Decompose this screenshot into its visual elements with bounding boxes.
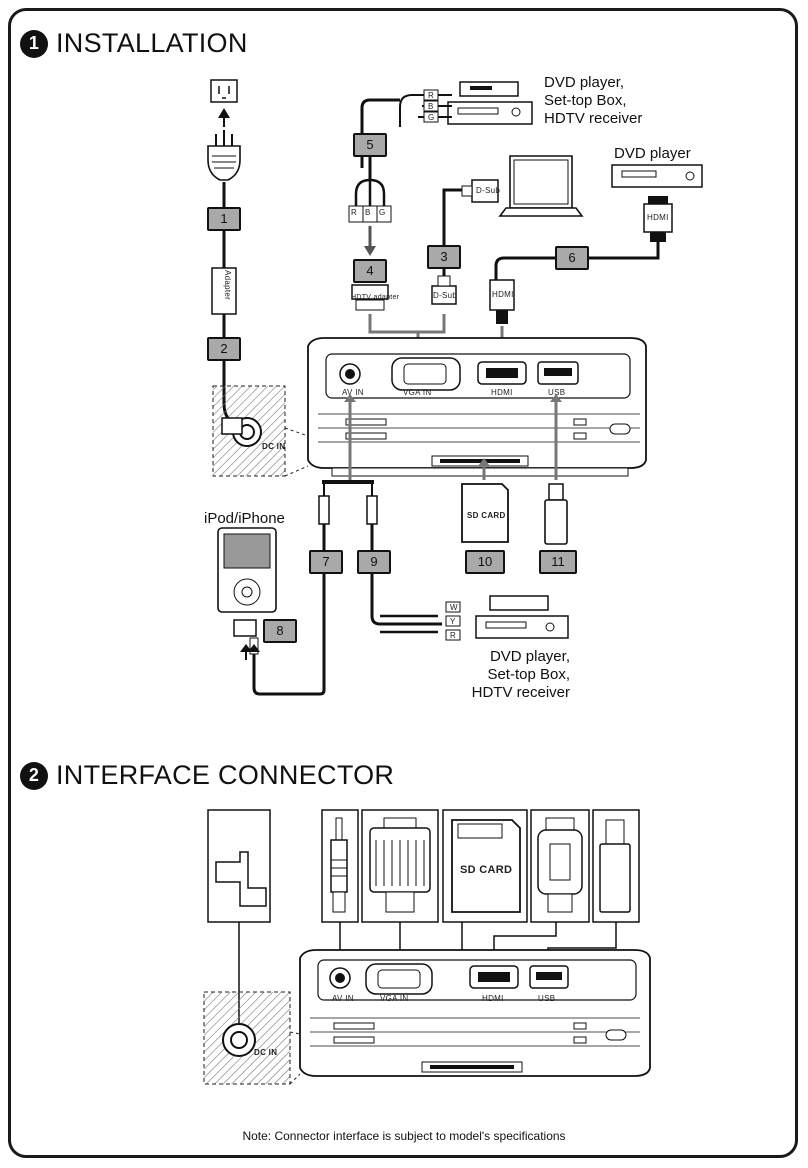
installation-title: 1 INSTALLATION bbox=[20, 28, 248, 59]
interface-connector-title: 2 INTERFACE CONNECTOR bbox=[20, 760, 394, 791]
label-line: DVD player, bbox=[489, 648, 570, 665]
section-title-text: INTERFACE CONNECTOR bbox=[56, 760, 395, 790]
dc-in-label: DC IN bbox=[262, 442, 286, 451]
rca-g: G bbox=[379, 208, 386, 217]
dvd-player-label: DVD player bbox=[614, 145, 691, 162]
hdtv-adapter-label: HDTV adapter bbox=[351, 294, 400, 301]
rca-b: B bbox=[365, 208, 371, 217]
rca-bottom-w: W bbox=[450, 603, 458, 612]
rca-bottom-y: Y bbox=[450, 617, 456, 626]
power-plug-icon bbox=[207, 130, 241, 181]
label-line: HDTV receiver bbox=[471, 684, 570, 701]
port-label-vga-in: VGA IN bbox=[380, 994, 409, 1003]
ipod-icon bbox=[217, 527, 277, 637]
step-badge-11: 11 bbox=[539, 550, 577, 574]
hdmi-connector-label: HDMI bbox=[492, 290, 514, 299]
rca-r: R bbox=[351, 208, 358, 217]
rca-top-r: R bbox=[428, 91, 435, 100]
sd-card-label: SD CARD bbox=[467, 511, 506, 520]
dsub-label: D-Sub bbox=[433, 291, 458, 300]
dvd-player-icon bbox=[611, 164, 703, 188]
step-badge-6: 6 bbox=[555, 246, 589, 270]
port-label-hdmi: HDMI bbox=[491, 388, 513, 397]
dvd-player-icon bbox=[475, 595, 569, 639]
port-label-usb: USB bbox=[538, 994, 556, 1003]
port-label-usb: USB bbox=[548, 388, 566, 397]
step-badge-9: 9 bbox=[357, 550, 391, 574]
device-label-top: DVD player, Set-top Box, HDTV receiver bbox=[544, 74, 642, 128]
step-badge-5: 5 bbox=[353, 133, 387, 157]
power-outlet-icon bbox=[210, 79, 238, 103]
page-frame bbox=[8, 8, 798, 1158]
section-title-text: INSTALLATION bbox=[56, 28, 248, 58]
step-badge-7: 7 bbox=[309, 550, 343, 574]
section-number-badge: 2 bbox=[20, 761, 48, 790]
label-line: Set-top Box, bbox=[487, 666, 570, 683]
port-label-av-in: AV IN bbox=[332, 994, 354, 1003]
adapter-label: Adapter bbox=[223, 270, 232, 301]
step-badge-8: 8 bbox=[263, 619, 297, 643]
rca-top-b: B bbox=[428, 102, 434, 111]
projector-icon bbox=[307, 337, 647, 477]
rca-bottom-r: R bbox=[450, 631, 457, 640]
footnote: Note: Connector interface is subject to … bbox=[242, 1129, 566, 1143]
label-line: DVD player, bbox=[544, 74, 625, 91]
dvd-player-icon bbox=[447, 81, 533, 125]
port-label-vga-in: VGA IN bbox=[403, 388, 432, 397]
dc-in-label: DC IN bbox=[254, 1048, 278, 1057]
port-label-av-in: AV IN bbox=[342, 388, 364, 397]
label-line: Set-top Box, bbox=[544, 92, 627, 109]
step-badge-3: 3 bbox=[427, 245, 461, 269]
sd-card-icon bbox=[461, 483, 509, 543]
projector-icon bbox=[299, 949, 651, 1077]
usb-stick-icon bbox=[544, 483, 568, 545]
label-line: HDTV receiver bbox=[544, 110, 643, 127]
dsub-top-label: D-Sub bbox=[476, 186, 501, 195]
ipod-label: iPod/iPhone bbox=[204, 510, 285, 527]
port-label-hdmi: HDMI bbox=[482, 994, 504, 1003]
device-label-bottom: DVD player, Set-top Box, HDTV receiver bbox=[470, 648, 570, 702]
step-badge-4: 4 bbox=[353, 259, 387, 283]
sd-card-big-label: SD CARD bbox=[460, 864, 513, 876]
step-badge-10: 10 bbox=[465, 550, 505, 574]
step-badge-2: 2 bbox=[207, 337, 241, 361]
section-number-badge: 1 bbox=[20, 29, 48, 58]
laptop-icon bbox=[498, 155, 584, 217]
rca-top-g: G bbox=[428, 113, 435, 122]
step-badge-1: 1 bbox=[207, 207, 241, 231]
hdmi-plug-label: HDMI bbox=[647, 213, 669, 222]
